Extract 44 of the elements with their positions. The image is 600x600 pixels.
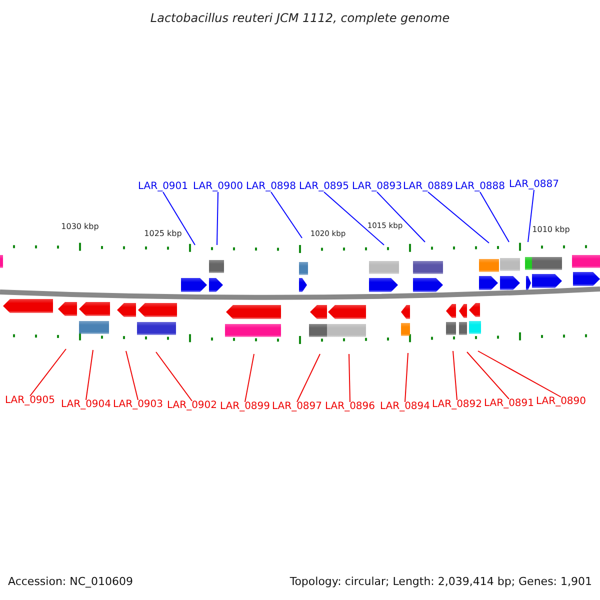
leader-line [270, 192, 302, 238]
gene-label: LAR_0899 [220, 402, 270, 412]
leader-line [428, 192, 490, 244]
leader-line [466, 352, 510, 400]
gene-label: LAR_0905 [4, 396, 56, 406]
chart-title: Lactobacillus reuteri JCM 1112, complete genome [150, 11, 450, 25]
gene-label: LAR_0891 [484, 399, 534, 409]
leader-line [296, 354, 320, 402]
leader-line [348, 354, 350, 402]
leader-line [216, 192, 218, 246]
leader-line [404, 352, 408, 402]
leader-line [30, 348, 66, 396]
gene-label: LAR_0889 [402, 182, 454, 192]
gene-label: LAR_0894 [380, 402, 430, 412]
gene-label: LAR_0902 [166, 401, 218, 411]
scale-label: 1030 kbp [61, 223, 99, 231]
gene-label: LAR_0896 [324, 402, 376, 412]
gene-label: LAR_0888 [454, 182, 506, 192]
leader-line [376, 192, 426, 242]
gene-label: LAR_0900 [192, 182, 244, 192]
gene-label: LAR_0903 [112, 400, 164, 410]
gene-label: LAR_0895 [298, 182, 350, 192]
scale-label: 1010 kbp [532, 226, 570, 234]
leader-line [452, 350, 458, 400]
gene-label: LAR_0898 [246, 182, 296, 192]
gene-label: LAR_0890 [536, 397, 586, 407]
leader-line [126, 350, 138, 400]
leader-line [86, 350, 94, 400]
gene-label: LAR_0893 [352, 182, 402, 192]
leader-line [478, 350, 562, 398]
leader-line [244, 354, 254, 402]
leader-line [480, 192, 510, 242]
scale-label: 1025 kbp [144, 230, 182, 238]
accession-text: Accession: NC_010609 [8, 576, 134, 587]
leader-line [156, 352, 192, 402]
gene-label: LAR_0904 [60, 400, 112, 410]
genome-info-text: Topology: circular; Length: 2,039,414 bp; Genes: 1,901 [290, 576, 592, 587]
leader-line [162, 192, 196, 246]
gene-label: LAR_0887 [508, 180, 560, 190]
gene-label: LAR_0897 [272, 402, 322, 412]
gene-label: LAR_0901 [138, 182, 188, 192]
leader-line [528, 190, 534, 242]
gene-label: LAR_0892 [432, 400, 482, 410]
leader-line [324, 192, 384, 246]
